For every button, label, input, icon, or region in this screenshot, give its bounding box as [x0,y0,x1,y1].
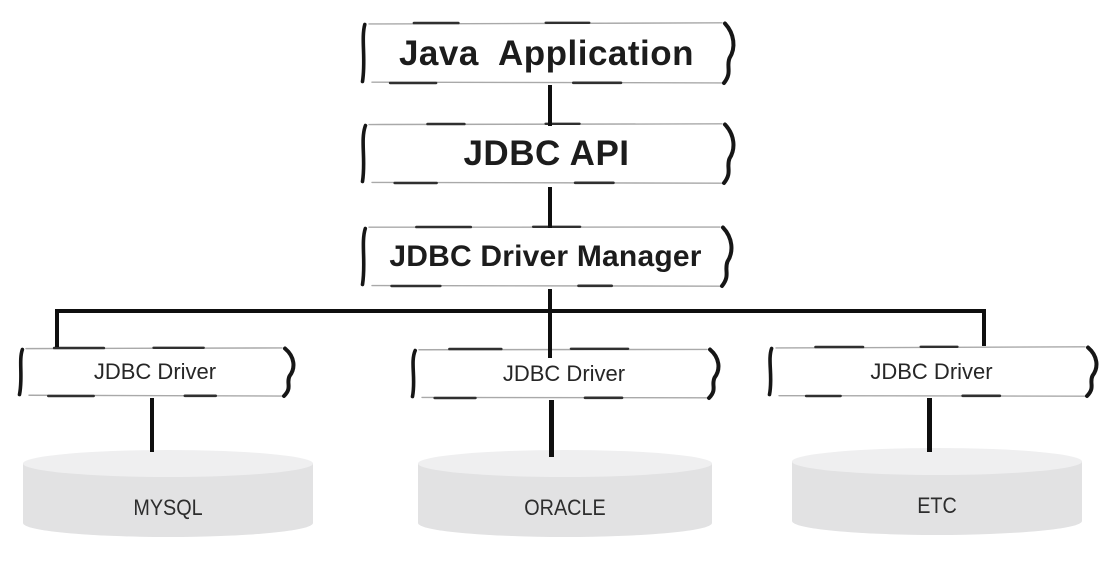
database-cylinder-oracle: ORACLE [418,450,712,537]
database-cylinder-mysql: MYSQL [23,450,313,537]
cylinder-top-ellipse [418,450,712,477]
connector-right-driver-to-etc [927,398,932,452]
box-jdbc-driver-left: JDBC Driver [15,346,296,398]
sketch-stroke [360,226,368,287]
sketch-stroke [371,284,723,287]
sketch-stroke [722,21,736,85]
sketch-stroke [707,347,721,400]
box-java-application: Java Application [358,21,736,85]
sketch-stroke [368,123,723,126]
sketch-stroke [778,394,1088,397]
box-jdbc-api: JDBC API [358,122,736,185]
box-jdbc-driver-manager: JDBC Driver Manager [358,225,734,288]
sketch-stroke [1085,345,1099,398]
sketch-stroke [371,181,725,184]
box-label-jdbc-driver-middle: JDBC Driver [502,360,626,386]
connector-bus-to-left-driver [55,311,59,347]
connector-api-to-driver-manager [548,187,552,228]
box-label-jdbc-driver-right: JDBC Driver [870,358,993,384]
sketch-stroke [410,348,417,399]
box-label-jdbc-driver-manager: JDBC Driver Manager [389,239,702,273]
sketch-stroke [720,225,734,288]
box-label-java-application: Java Application [398,33,695,73]
sketch-stroke [767,346,774,397]
cylinder-top-ellipse [792,448,1082,475]
box-jdbc-driver-right: JDBC Driver [765,345,1099,398]
box-label-jdbc-driver-left: JDBC Driver [93,359,217,384]
sketch-stroke [360,22,367,84]
box-jdbc-driver-middle: JDBC Driver [408,347,721,400]
connector-bus-to-right-driver [982,311,986,346]
connector-left-driver-to-mysql [150,398,154,452]
sketch-stroke [25,347,283,350]
connector-horizontal-bus [55,309,986,313]
sketch-stroke [368,22,723,25]
sketch-stroke [28,394,285,397]
connector-application-to-api [548,85,552,126]
database-label-oracle: ORACLE [524,494,606,520]
sketch-stroke [775,346,1086,349]
connector-driver-manager-to-middle-driver [548,289,552,358]
sketch-stroke [17,347,25,397]
cylinder-top-ellipse [23,450,313,477]
database-label-mysql: MYSQL [133,494,203,520]
database-cylinder-etc: ETC [792,448,1082,535]
box-label-jdbc-api: JDBC API [463,134,630,173]
sketch-stroke [282,346,296,398]
sketch-stroke [360,123,368,184]
sketch-stroke [371,81,725,84]
database-label-etc: ETC [917,492,957,518]
connector-middle-driver-to-oracle [549,400,554,457]
sketch-stroke [722,122,736,185]
